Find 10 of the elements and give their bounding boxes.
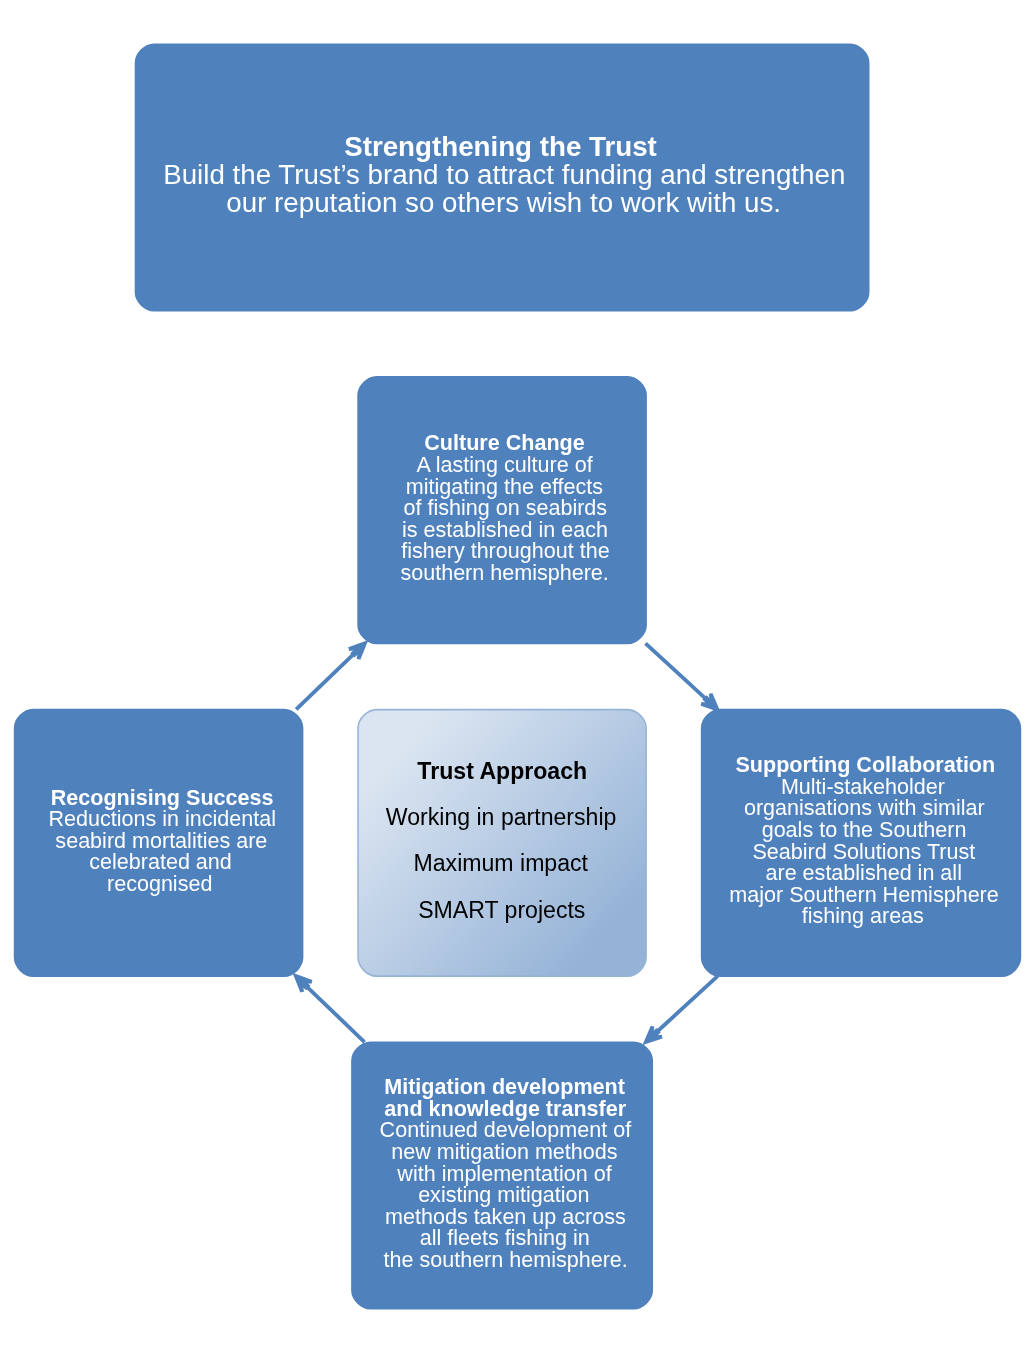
- arrow: [294, 641, 367, 711]
- node-box: Recognising Success Reductions in incidental seabird mortalities are celebrated and recognised: [13, 708, 304, 977]
- node-box: Culture Change A lasting culture of mitigating the effects of fishing on seabirds is established in each fishery throughout the southern hemisphere.: [357, 376, 647, 645]
- arrow: [643, 974, 719, 1044]
- node-box: Strengthening the Trust Build the Trust’s brand to attract funding and strengthen our reputation so others wish to work with us.: [134, 43, 870, 312]
- arrow: [293, 974, 366, 1044]
- node-box: Mitigation development and knowledge transfer Continued development of new mitigation methods with implementation of existing mitigation methods taken up across all fleets fishing in the southern hemisphere.: [351, 1041, 654, 1310]
- arrow: [644, 641, 720, 712]
- node-box: Trust Approach Working in partnership Maximum impact SMART projects: [357, 708, 647, 977]
- node-box: Supporting Collaboration Multi-stakeholder organisations with similar goals to the Southern Seabird Solutions Trust are established in all major Southern Hemisphere fishing areas: [700, 708, 1022, 977]
